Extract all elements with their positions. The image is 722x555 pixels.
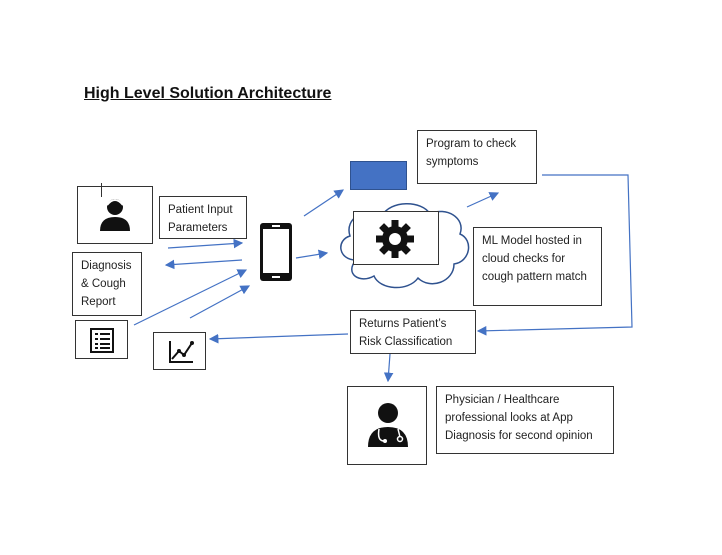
arrow-phone-to-report xyxy=(164,259,243,270)
risk-classification-label: Returns Patient’s Risk Classification xyxy=(359,318,453,348)
chart-icon-box xyxy=(153,332,206,370)
line-chart-icon xyxy=(169,341,194,363)
page-title: High Level Solution Architecture xyxy=(84,85,332,102)
blue-process-block xyxy=(350,161,407,190)
ml-model-label: ML Model hosted in cloud checks for coug… xyxy=(482,235,587,283)
physician-label: Physician / Healthcare professional look… xyxy=(445,394,593,442)
risk-classification-box: Returns Patient’s Risk Classification xyxy=(350,310,476,354)
smartphone-icon xyxy=(260,223,292,281)
program-check-box: Program to check symptoms xyxy=(417,130,537,184)
doctor-icon xyxy=(368,403,408,447)
patient-input-label: Patient Input Parameters xyxy=(168,204,233,234)
arrow-cloud-to-program xyxy=(466,192,500,208)
ml-model-box: ML Model hosted in cloud checks for coug… xyxy=(473,227,602,306)
list-document-icon xyxy=(90,328,114,353)
arrow-program-to-risk xyxy=(476,174,633,336)
program-check-label: Program to check symptoms xyxy=(426,138,517,168)
patient-input-box: Patient Input Parameters xyxy=(159,196,247,239)
arrow-chart-to-phone xyxy=(189,285,251,319)
arrow-reportbox-to-phone xyxy=(133,269,248,326)
doctor-icon-box xyxy=(347,386,427,465)
arrow-phone-to-cloud xyxy=(295,249,329,260)
patient-icon-box xyxy=(77,183,153,244)
arrow-phone-to-blue xyxy=(303,189,344,217)
arrow-risk-to-physician xyxy=(383,353,394,383)
diagnosis-report-label: Diagnosis & Cough Report xyxy=(81,260,132,308)
gear-icon xyxy=(376,220,414,258)
user-icon xyxy=(100,199,130,231)
report-icon-box xyxy=(75,320,128,359)
diagnosis-report-box: Diagnosis & Cough Report xyxy=(72,252,142,316)
physician-box: Physician / Healthcare professional look… xyxy=(436,386,614,454)
arrow-input-to-phone xyxy=(167,238,244,249)
gear-icon-box xyxy=(353,211,439,265)
arrow-risk-to-chart xyxy=(208,333,349,344)
